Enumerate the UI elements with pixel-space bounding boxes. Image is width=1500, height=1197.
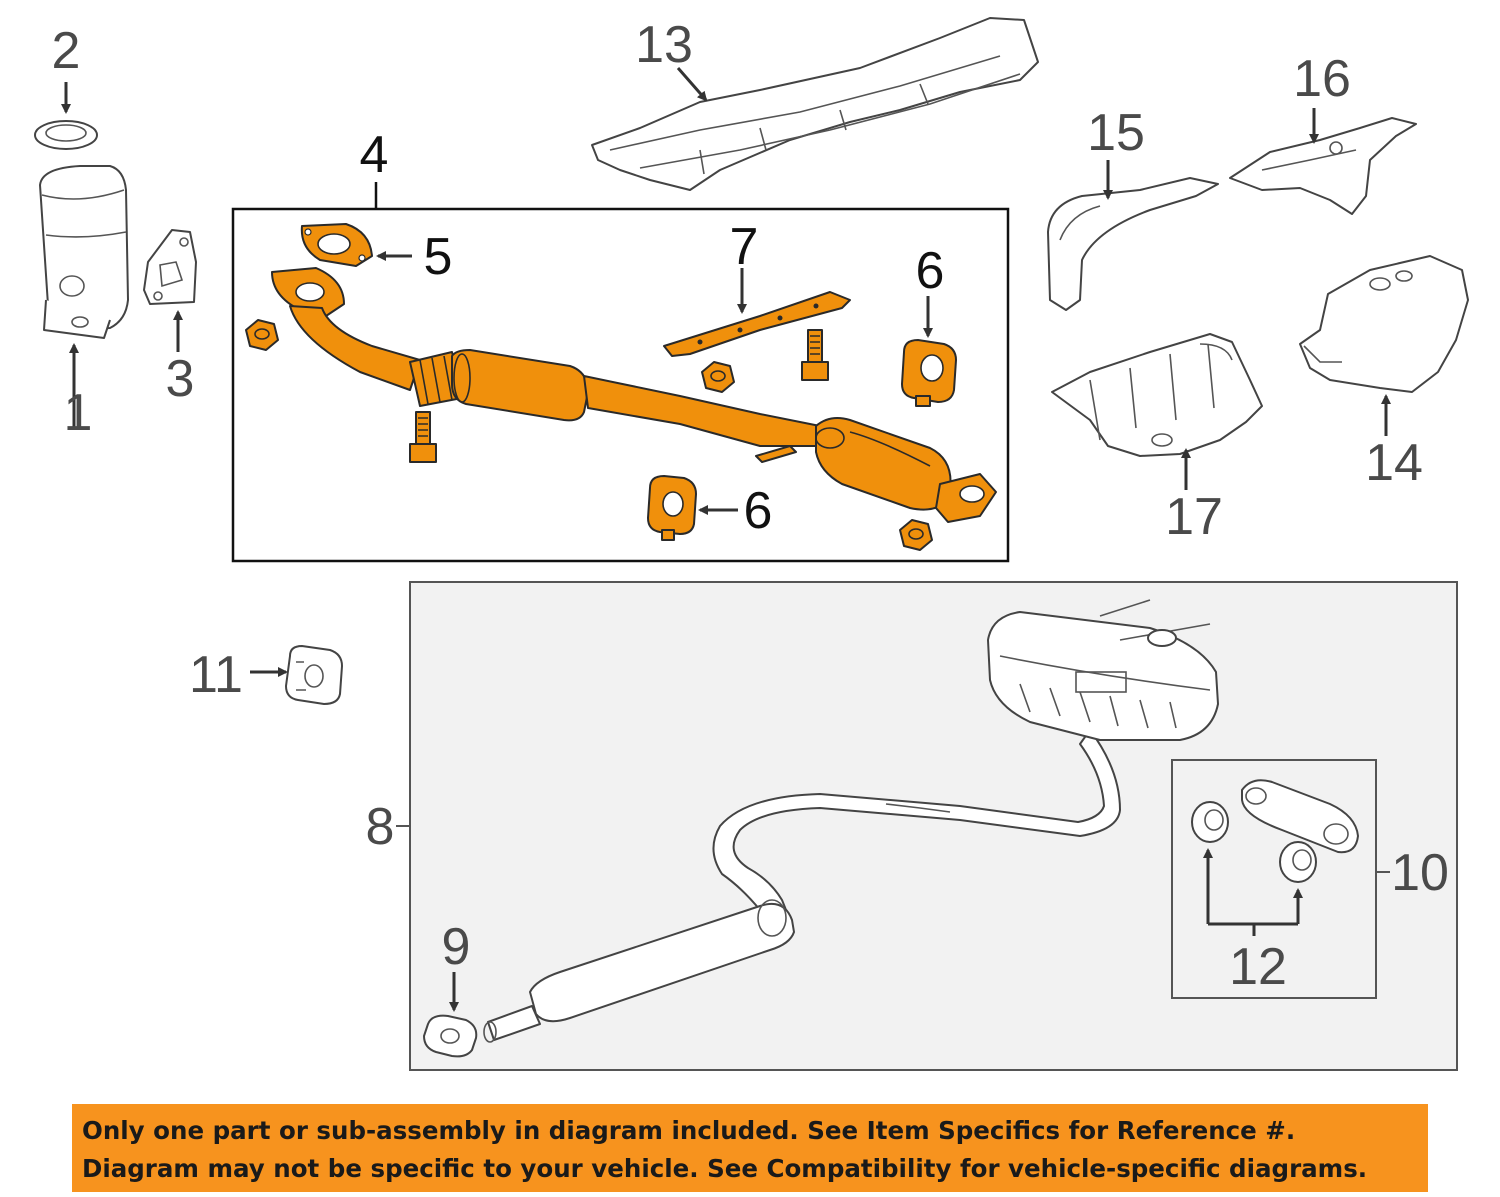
part-11-insulator xyxy=(285,645,343,705)
disclaimer-banner: Only one part or sub-assembly in diagram… xyxy=(72,1104,1428,1192)
part-5-gasket xyxy=(300,223,373,267)
part-12-grommet-left xyxy=(1191,801,1229,843)
part-16-heat-shield xyxy=(1229,117,1417,215)
assembly-4-box xyxy=(231,207,1010,563)
disclaimer-line-2: Diagram may not be specific to your vehi… xyxy=(82,1154,1368,1183)
part-2-seal xyxy=(34,120,98,150)
part-14-heat-shield xyxy=(1299,255,1469,393)
callout-6-lower: 6 xyxy=(744,482,773,540)
callout-4: 4 xyxy=(360,126,389,184)
callout-5: 5 xyxy=(424,228,453,286)
part-12-grommet-right xyxy=(1279,841,1317,883)
callout-10: 10 xyxy=(1391,844,1449,902)
disclaimer-line-1: Only one part or sub-assembly in diagram… xyxy=(82,1116,1296,1145)
callout-9: 9 xyxy=(442,918,471,976)
nut-lower-right xyxy=(899,519,933,551)
part-6-insulator-lower xyxy=(647,475,697,541)
part-7-bracket xyxy=(663,291,851,357)
part-1-manifold-converter xyxy=(39,165,129,339)
callout-15: 15 xyxy=(1087,104,1145,162)
part-13-heat-shield xyxy=(591,17,1039,191)
arrow-13 xyxy=(676,67,708,102)
callout-8: 8 xyxy=(366,798,395,856)
callout-12: 12 xyxy=(1229,938,1287,996)
nut-upper-left xyxy=(245,319,279,351)
callout-17: 17 xyxy=(1165,488,1223,546)
nut-middle xyxy=(701,361,735,393)
callout-1: 1 xyxy=(64,384,93,442)
bolt-middle xyxy=(801,329,829,381)
part-4-front-pipe xyxy=(271,267,997,523)
callout-3: 3 xyxy=(166,350,195,408)
bolt-lower-left xyxy=(409,411,437,463)
callout-13: 13 xyxy=(635,16,693,74)
callout-14: 14 xyxy=(1365,434,1423,492)
callout-2: 2 xyxy=(52,22,81,80)
callout-11: 11 xyxy=(189,646,243,704)
callout-16: 16 xyxy=(1293,50,1351,108)
part-3-bracket xyxy=(143,229,197,305)
leader-12 xyxy=(1208,922,1298,936)
callout-6-upper: 6 xyxy=(916,242,945,300)
part-15-heat-shield xyxy=(1047,177,1219,311)
part-17-heat-shield xyxy=(1051,333,1263,457)
part-8-muffler-assembly xyxy=(483,599,1219,1043)
part-6-insulator-upper xyxy=(901,339,957,407)
callout-7: 7 xyxy=(730,218,759,276)
part-9-gasket xyxy=(423,1014,478,1058)
part-10-hanger-bracket xyxy=(1241,779,1359,854)
